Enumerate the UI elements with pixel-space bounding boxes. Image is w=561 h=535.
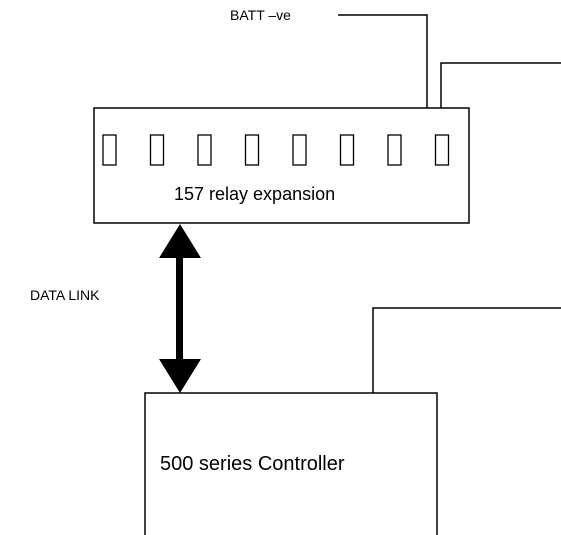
relay-indicator-7 bbox=[387, 134, 402, 166]
relay-expansion-label: 157 relay expansion bbox=[174, 184, 335, 204]
controller-output-wire bbox=[372, 307, 561, 393]
relay-indicators bbox=[102, 134, 450, 166]
relay-indicator-6 bbox=[339, 134, 355, 166]
relay-indicator-8 bbox=[434, 134, 450, 166]
relay-output-wire bbox=[440, 62, 561, 108]
data-link-label: DATA LINK bbox=[30, 287, 100, 303]
controller-box bbox=[144, 392, 438, 535]
controller-label: 500 series Controller bbox=[160, 453, 345, 475]
relay-indicator-2 bbox=[149, 134, 165, 166]
batt-negative-label: BATT –ve bbox=[230, 7, 291, 23]
relay-indicator-4 bbox=[244, 134, 260, 166]
batt-negative-wire bbox=[338, 14, 428, 108]
relay-indicator-1 bbox=[102, 134, 117, 166]
relay-indicator-3 bbox=[197, 134, 212, 166]
relay-indicator-5 bbox=[292, 134, 307, 166]
data-link-arrow bbox=[159, 224, 201, 393]
